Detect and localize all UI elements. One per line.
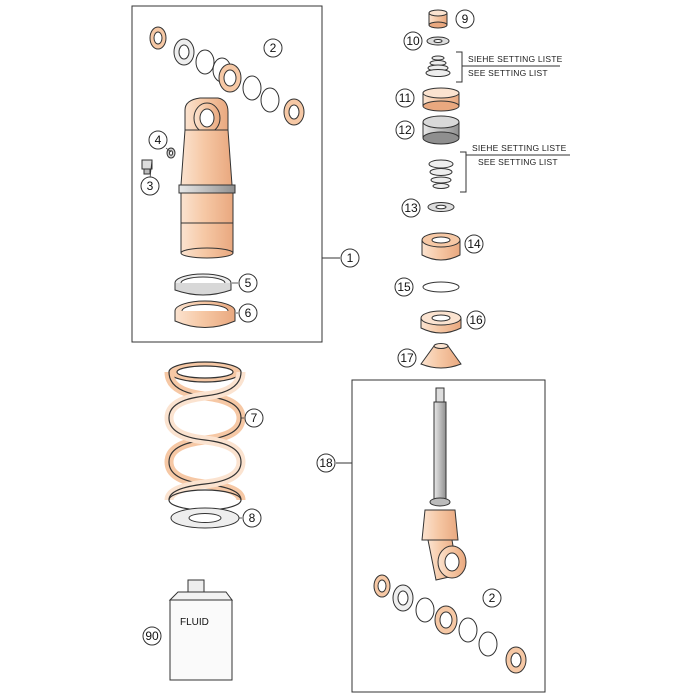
svg-text:15: 15 xyxy=(397,280,411,294)
svg-text:10: 10 xyxy=(406,34,420,48)
svg-text:16: 16 xyxy=(469,313,483,327)
svg-text:11: 11 xyxy=(399,91,412,105)
callout-13: 13 xyxy=(401,198,421,218)
callout-6: 6 xyxy=(238,303,258,323)
seal-ring-4 xyxy=(260,87,280,113)
piston-rod xyxy=(421,387,467,581)
svg-text:90: 90 xyxy=(145,629,159,643)
callout-8: 8 xyxy=(242,508,262,528)
spring xyxy=(164,361,246,511)
svg-text:2: 2 xyxy=(489,591,496,605)
svg-text:17: 17 xyxy=(400,351,414,365)
seal-ring-1 xyxy=(195,49,215,75)
svg-text:5: 5 xyxy=(245,276,252,290)
callout-1: 1 xyxy=(340,248,360,268)
shock-assembly-frame xyxy=(131,5,323,343)
svg-text:18: 18 xyxy=(319,456,333,470)
note-setting-en-2: SEE SETTING LIST xyxy=(478,157,558,167)
svg-text:8: 8 xyxy=(249,511,256,525)
callout-9: 9 xyxy=(455,9,475,29)
svg-text:2: 2 xyxy=(270,41,277,55)
svg-text:7: 7 xyxy=(251,411,258,425)
callout-14: 14 xyxy=(464,234,484,254)
fluid-label: FLUID xyxy=(180,617,209,628)
svg-text:3: 3 xyxy=(147,179,154,193)
callout-group: 1 2 3 4 5 6 7 8 9 10 11 12 13 14 15 16 1… xyxy=(140,9,502,646)
fluid-bottle xyxy=(168,579,233,681)
adjusting-ring xyxy=(174,273,232,296)
leaders xyxy=(149,147,244,519)
callout-90: 90 xyxy=(142,626,162,646)
note-setting-de-1: SIEHE SETTING LISTE xyxy=(468,54,563,64)
svg-text:1: 1 xyxy=(347,251,354,265)
callout-10: 10 xyxy=(403,31,423,51)
setting-notes: SIEHE SETTING LISTE SEE SETTING LIST SIE… xyxy=(468,54,567,167)
callout-18: 18 xyxy=(316,453,336,473)
seal-kit-top xyxy=(149,26,305,126)
svg-text:4: 4 xyxy=(155,133,162,147)
callout-5: 5 xyxy=(238,273,258,293)
seal-kit-bottom xyxy=(373,574,527,674)
note-setting-de-2: SIEHE SETTING LISTE xyxy=(472,143,567,153)
piston-rod-frame xyxy=(351,379,546,693)
svg-text:12: 12 xyxy=(398,123,412,137)
seal-ring-3 xyxy=(242,75,262,101)
svg-text:14: 14 xyxy=(467,237,481,251)
callout-2-top: 2 xyxy=(263,38,283,58)
callout-15: 15 xyxy=(394,277,414,297)
spring-seat xyxy=(170,507,240,529)
svg-text:13: 13 xyxy=(404,201,418,215)
callout-3: 3 xyxy=(140,176,160,196)
parts-column-right xyxy=(420,9,462,369)
svg-text:6: 6 xyxy=(245,306,252,320)
bleed-screw xyxy=(141,159,153,175)
note-brackets xyxy=(456,51,570,193)
svg-text:9: 9 xyxy=(462,12,469,26)
callout-16: 16 xyxy=(466,310,486,330)
callout-7: 7 xyxy=(244,408,264,428)
callout-2-bottom: 2 xyxy=(482,588,502,608)
callout-4: 4 xyxy=(148,130,168,150)
note-setting-en-1: SEE SETTING LIST xyxy=(468,68,548,78)
callout-12: 12 xyxy=(395,120,415,140)
callout-11: 11 xyxy=(395,88,415,108)
shock-body xyxy=(178,97,236,259)
callout-17: 17 xyxy=(397,348,417,368)
lock-ring xyxy=(174,300,236,328)
